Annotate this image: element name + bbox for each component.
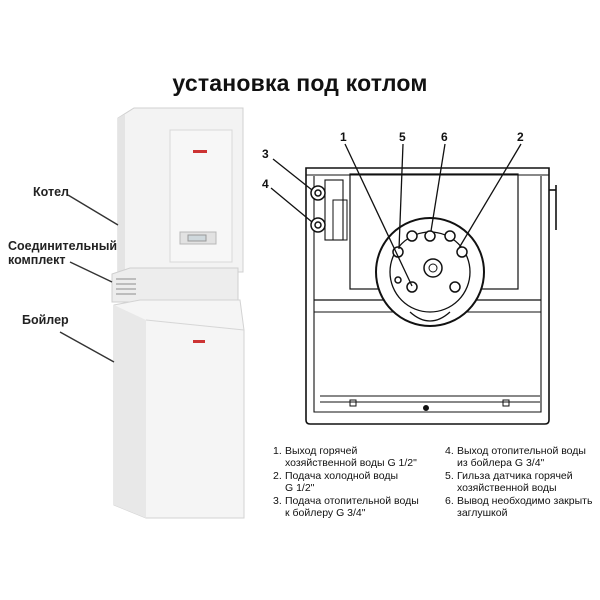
water-heater bbox=[113, 299, 245, 519]
label-boiler: Котел bbox=[33, 185, 69, 199]
callout-3: 3 bbox=[262, 147, 269, 161]
callout-6: 6 bbox=[441, 130, 448, 144]
legend-item: 1. Выход горячей хозяйственной воды G 1/… bbox=[273, 445, 417, 469]
side-fittings bbox=[310, 185, 326, 233]
legend-item: 5. Гильза датчика горячей хозяйственной … bbox=[445, 470, 573, 494]
legend-item: 3. Подача отопительной воды к бойлеру G … bbox=[273, 495, 419, 519]
legend-item: 6. Вывод необходимо закрыть заглушкой bbox=[445, 495, 593, 519]
legend-left: 1. Выход горячей хозяйственной воды G 1/… bbox=[273, 445, 443, 520]
flange bbox=[375, 217, 485, 327]
label-water-heater: Бойлер bbox=[22, 313, 69, 327]
housing-outline bbox=[305, 167, 550, 425]
legend-right: 4. Выход отопительной воды из бойлера G … bbox=[445, 445, 595, 520]
label-connector-line2: комплект bbox=[8, 253, 66, 267]
legend-item: 4. Выход отопительной воды из бойлера G … bbox=[445, 445, 586, 469]
callout-5: 5 bbox=[399, 130, 406, 144]
callout-2: 2 bbox=[517, 130, 524, 144]
callout-4: 4 bbox=[262, 177, 269, 191]
brand-mark-icon bbox=[193, 150, 207, 153]
pipe-ports bbox=[392, 230, 468, 293]
legend-item: 2. Подача холодной воды G 1/2" bbox=[273, 470, 399, 494]
wall-boiler bbox=[117, 107, 244, 273]
connection-kit bbox=[111, 267, 239, 303]
callout-1: 1 bbox=[340, 130, 347, 144]
label-connector-line1: Соединительный bbox=[8, 239, 118, 253]
brand-mark-icon bbox=[193, 340, 205, 343]
page-title: установка под котлом bbox=[172, 70, 428, 96]
